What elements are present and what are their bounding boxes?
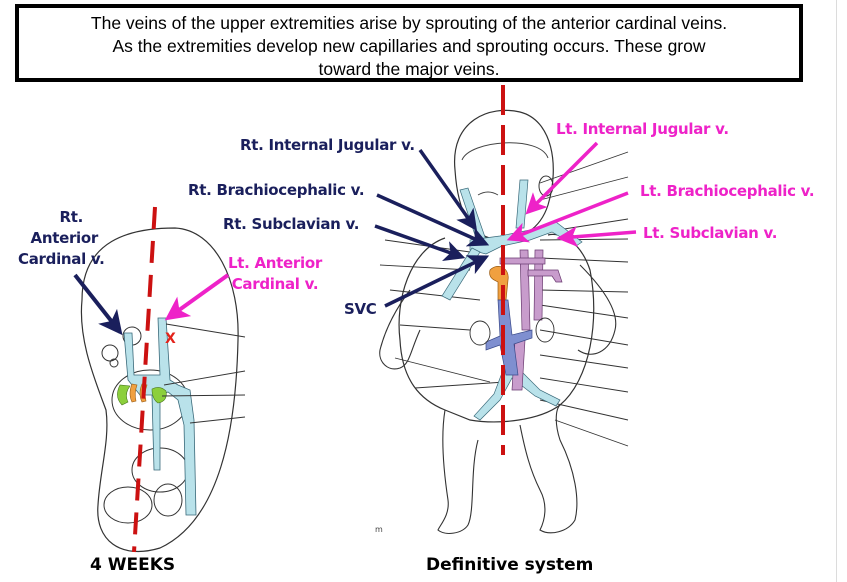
caption-box: The veins of the upper extremities arise… [15,4,803,82]
rt-anterior-cardinal-label-line-3: Cardinal v. [18,250,105,268]
definitive-panel-title: Definitive system [426,555,594,575]
embryo-midline [132,206,157,553]
svc-arrow [384,255,490,308]
lt-brachiocephalic-label: Lt. Brachiocephalic v. [640,182,815,200]
embryo-leader-lines [161,323,246,424]
embryo-panel-title: 4 WEEKS [90,555,176,575]
infant-illustration [374,85,637,534]
lt-anterior-cardinal-arrow [164,273,230,321]
lt-anterior-cardinal-label-line-1: Lt. Anterior [228,254,322,272]
lt-anterior-cardinal-label-line-2: Cardinal v. [231,275,319,293]
rt-subclavian-label: Rt. Subclavian v. [223,215,360,233]
obliterated-x-marker: X [165,331,176,347]
rt-internal-jugular-arrow [418,148,478,231]
arch-green-right [151,387,167,404]
infant-legs [437,404,578,534]
infant-torso [398,233,595,423]
lt-subclavian-label: Lt. Subclavian v. [643,224,778,242]
rt-anterior-cardinal-arrow [73,273,123,336]
arch-green-left [117,384,131,406]
rt-subclavian-arrow [374,224,466,262]
svc-label: SVC [344,300,377,318]
caption-line-1: The veins of the upper extremities arise… [90,13,728,33]
infant-veins [441,179,583,421]
lt-brachiocephalic-arrow [506,191,629,243]
lt-internal-jugular-label: Lt. Internal Jugular v. [556,120,729,138]
figure-marker: m [375,525,383,534]
rt-brachiocephalic-label: Rt. Brachiocephalic v. [188,181,365,199]
caption-line-2: As the extremities develop new capillari… [112,36,706,56]
caption-line-3: toward the major veins. [318,59,500,79]
rt-anterior-cardinal-label: Rt. Anterior Cardinal v. [18,207,105,270]
rt-anterior-cardinal-label-line-2: Anterior [30,229,99,247]
azygos-orange [489,266,509,301]
embryo-outline [80,227,239,553]
embryo-illustration: X [73,206,246,553]
rt-brachiocephalic-arrow [376,193,490,247]
rt-internal-jugular-label: Rt. Internal Jugular v. [240,136,415,154]
page-edge-divider [836,0,837,582]
rt-anterior-cardinal-label-line-1: Rt. [59,208,84,226]
lt-internal-jugular-vein [515,179,529,229]
lt-internal-jugular-arrow [525,141,599,215]
embryo-veins [123,317,197,516]
arch-orange-1 [129,383,138,403]
lt-anterior-cardinal-label: Lt. Anterior Cardinal v. [228,253,322,295]
lt-subclavian-arrow [556,226,637,248]
